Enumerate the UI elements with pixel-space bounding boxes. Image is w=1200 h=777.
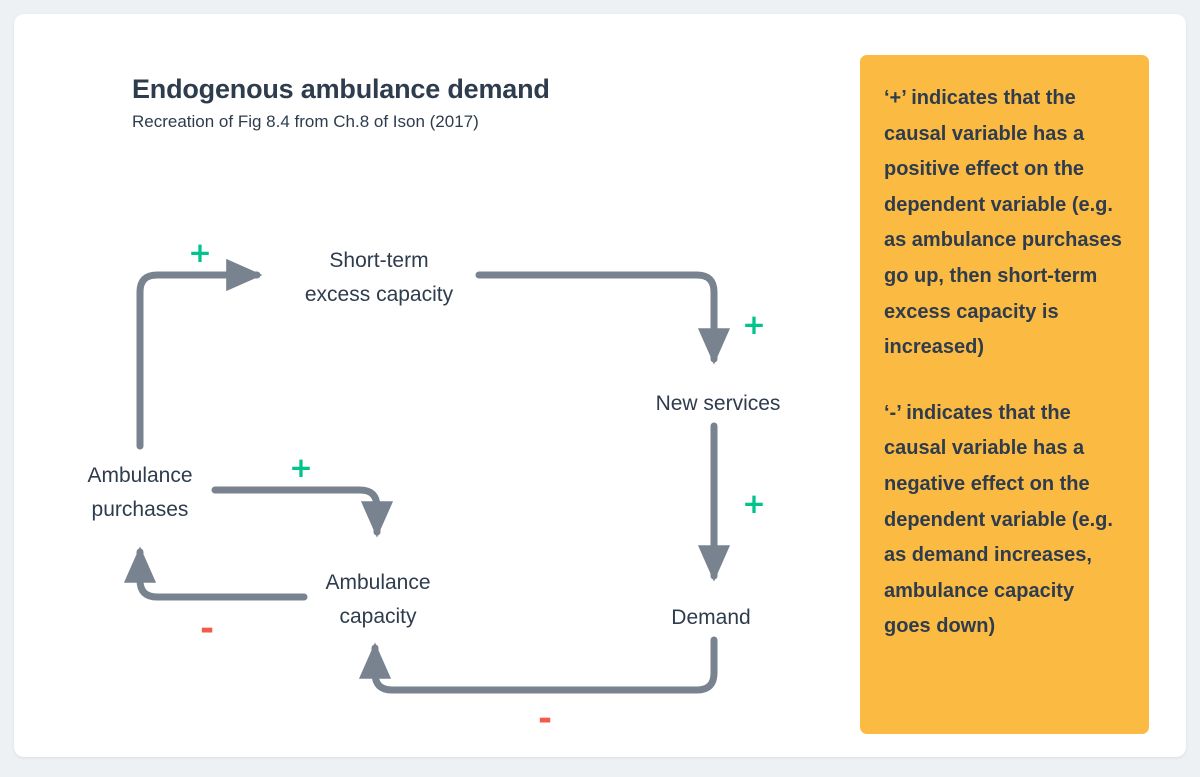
causal-loop-diagram: Ambulance purchases Short-term excess ca…: [14, 14, 854, 757]
arrow-demand-to-ambulance-capacity: [358, 636, 718, 694]
diagram-arrows-svg: [123, 258, 731, 694]
sign-plus-new-services-to-demand: +: [742, 487, 766, 520]
node-new-services: New services: [655, 391, 781, 415]
node-demand: Demand: [671, 605, 751, 629]
arrow-purchases-to-excess-capacity: [136, 258, 263, 450]
legend-panel: ‘+’ indicates that the causal variable h…: [860, 55, 1149, 734]
node-short-term-excess-capacity: Short-term excess capacity: [304, 248, 454, 306]
heading-block: Endogenous ambulance demand Recreation o…: [132, 74, 782, 132]
sign-plus-purchases-to-excess-capacity: +: [188, 236, 212, 269]
legend-paragraph-minus: ‘-’ indicates that the causal variable h…: [884, 401, 1113, 638]
arrow-excess-capacity-to-new-services: [475, 271, 731, 365]
sign-minus-ambulance-capacity-to-purchases: -: [199, 609, 215, 649]
arrow-ambulance-capacity-to-purchases: [123, 546, 308, 601]
page-title: Endogenous ambulance demand: [132, 74, 550, 104]
sign-plus-purchases-to-ambulance-capacity: +: [289, 451, 313, 484]
content-card: Endogenous ambulance demand Recreation o…: [14, 14, 1186, 757]
node-ambulance-capacity: Ambulance capacity: [325, 570, 431, 628]
page-subtitle: Recreation of Fig 8.4 from Ch.8 of Ison …: [132, 112, 479, 132]
legend-paragraph-plus: ‘+’ indicates that the causal variable h…: [884, 87, 1122, 359]
node-ambulance-purchases: Ambulance purchases: [87, 463, 193, 521]
sign-plus-excess-capacity-to-new-services: +: [742, 308, 766, 341]
arrow-purchases-to-ambulance-capacity: [211, 486, 394, 538]
sign-minus-demand-to-ambulance-capacity: -: [537, 699, 553, 739]
